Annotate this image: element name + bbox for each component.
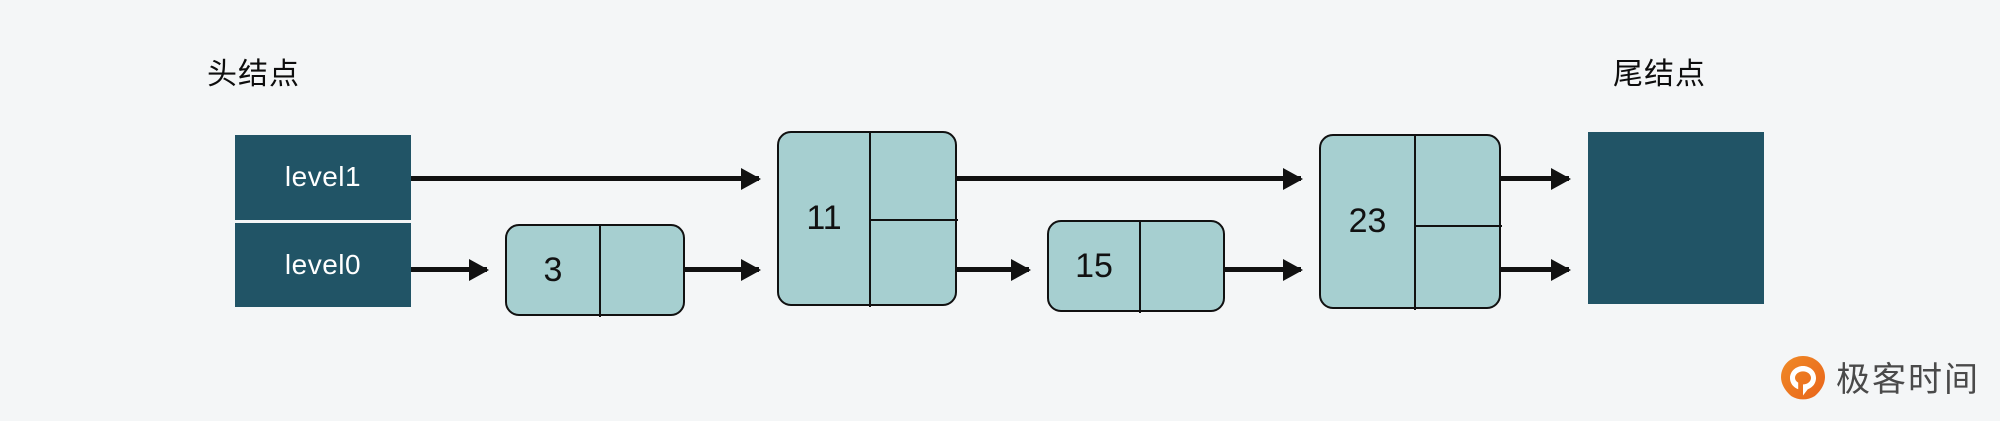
head-node-level1-cell: level1 — [235, 135, 411, 223]
skiplist-node-11: 11 — [777, 130, 958, 307]
arrow-level1-head-to-11 — [411, 176, 759, 181]
node-key-label: 15 — [1075, 246, 1113, 285]
geektime-pin-icon — [1781, 356, 1825, 405]
arrow-level0-3-to-11 — [685, 267, 759, 272]
tail-node — [1588, 132, 1764, 304]
node-level-divider — [1414, 225, 1502, 227]
arrow-level1-11-to-23 — [957, 176, 1301, 181]
node-key-label: 11 — [806, 199, 842, 237]
node-cell-divider — [599, 223, 601, 317]
head-node: level1 level0 — [235, 135, 411, 307]
arrow-level1-23-to-tail — [1501, 176, 1569, 181]
node-cell-divider — [869, 130, 871, 307]
tail-node-caption: 尾结点 — [1613, 58, 1706, 91]
node-key-label: 23 — [1348, 202, 1387, 240]
node-level-divider — [869, 219, 958, 221]
head-node-level0-cell: level0 — [284, 248, 362, 280]
arrow-level0-11-to-15 — [957, 267, 1029, 272]
arrow-level0-23-to-tail — [1501, 267, 1569, 272]
head-node-caption: 头结点 — [207, 58, 300, 91]
skiplist-node-3: 3 — [505, 223, 685, 317]
node-cell-divider — [1139, 219, 1141, 313]
skiplist-node-15: 15 — [1047, 219, 1225, 313]
arrow-level0-15-to-23 — [1225, 267, 1301, 272]
node-cell-divider — [1414, 133, 1416, 310]
geektime-logo: 极客时间 — [1780, 355, 1980, 405]
node-key-label: 3 — [543, 250, 563, 289]
skiplist-node-23: 23 — [1319, 133, 1502, 310]
logo-text: 极客时间 — [1836, 361, 1980, 399]
arrow-level0-head-to-3 — [411, 267, 487, 272]
